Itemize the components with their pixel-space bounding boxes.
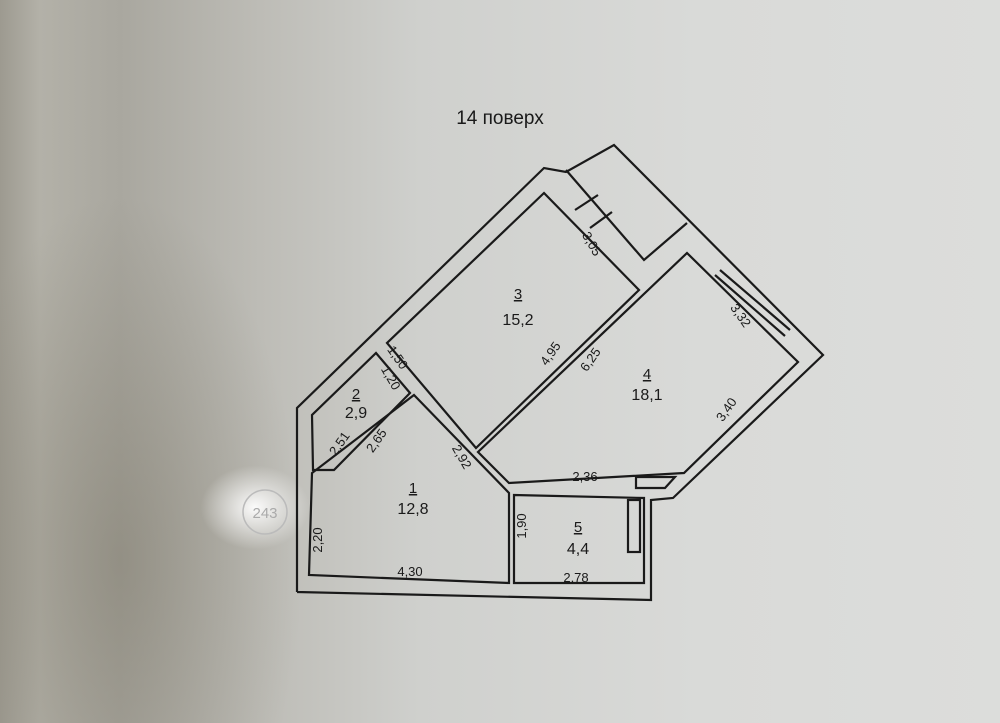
balcony-door — [589, 211, 613, 229]
outer-wall — [295, 143, 825, 602]
room-2-outline — [310, 351, 412, 472]
dimension-label: 1,90 — [514, 513, 529, 538]
room-number: 2 — [352, 386, 360, 403]
room-area: 2,9 — [345, 405, 367, 422]
floor-title: 14 поверх — [456, 108, 544, 129]
window — [719, 269, 791, 331]
dimension-label: 4,95 — [537, 339, 564, 368]
room-1-outline — [307, 393, 511, 585]
window — [714, 274, 786, 337]
dimension-label: 6,25 — [577, 345, 604, 374]
dimension-label: 3,05 — [579, 229, 605, 258]
light-glare — [200, 465, 310, 550]
room-3-outline — [385, 191, 641, 450]
room-number: 4 — [643, 366, 651, 383]
room-number: 1 — [409, 480, 417, 497]
dimension-label: 2,20 — [310, 527, 325, 552]
dimension-label: 3,40 — [713, 395, 740, 424]
dimension-label: 2,36 — [572, 469, 597, 484]
shaft — [634, 475, 678, 490]
shaft — [626, 498, 642, 554]
room-area: 18,1 — [631, 387, 662, 404]
room-area: 15,2 — [502, 312, 533, 329]
room-number: 3 — [514, 286, 522, 303]
dimension-label: 4,30 — [397, 564, 422, 579]
balcony-wall — [565, 169, 688, 262]
room-area: 12,8 — [397, 501, 428, 518]
dimension-label: 2,78 — [563, 570, 588, 585]
room-5-outline — [512, 493, 646, 585]
room-area: 4,4 — [567, 541, 589, 558]
room-number: 5 — [574, 519, 582, 536]
dimension-label: 2,92 — [449, 442, 475, 471]
stamp-text: 243 — [252, 505, 277, 522]
balcony-door — [574, 194, 599, 211]
stamp: 243 — [242, 489, 288, 535]
room-4-outline — [476, 251, 800, 485]
